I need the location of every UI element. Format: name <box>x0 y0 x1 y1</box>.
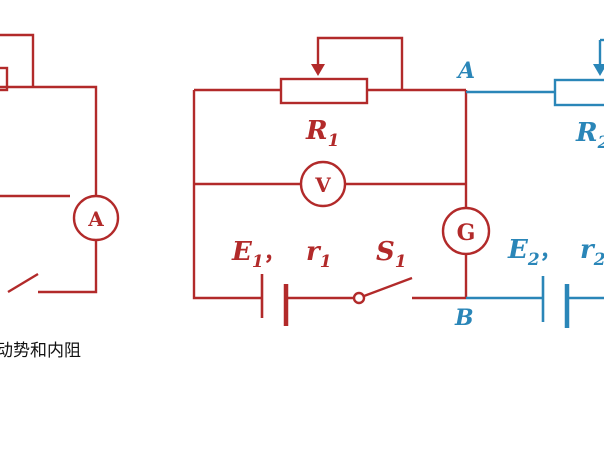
voltmeter-circle <box>299 160 347 208</box>
main-circuit-wires <box>192 36 491 305</box>
source-e1-label: E1， <box>231 237 286 272</box>
right-circuit-wires <box>466 38 604 300</box>
caption-text: 动势和内阻 <box>0 341 81 361</box>
node-b-label: B <box>454 305 474 331</box>
left-arrow-loop-wire <box>0 33 35 87</box>
left-ammeter-symbol: A <box>87 207 104 231</box>
rheostat-r1-body <box>279 77 369 105</box>
rheostat-r1-arrow-head <box>311 64 325 76</box>
switch-s1-blade <box>363 276 413 298</box>
galvanometer-symbol: G <box>457 220 476 246</box>
left-lower-wire <box>38 240 98 294</box>
source-r2-label: r2 <box>580 235 604 270</box>
node-a-label: A <box>456 58 475 84</box>
rheostat-r2-label: R2 <box>575 118 604 153</box>
rheostat-r1-label: R1 <box>305 116 339 151</box>
left-rheostat-body <box>0 66 9 92</box>
watermark-area <box>470 440 600 462</box>
left-vertical-wire <box>192 90 262 300</box>
left-switch-blade <box>7 272 39 294</box>
rheostat-r1-slider-loop <box>316 36 404 90</box>
left-circuit-fragment <box>0 33 120 294</box>
switch-s1-label: S1 <box>376 237 407 272</box>
left-top-wire <box>0 85 98 196</box>
voltmeter-symbol: V <box>314 173 331 197</box>
rheostat-r2-arrow-head <box>593 64 604 76</box>
switch-s1-pivot <box>352 291 366 305</box>
source-r1-label: r1 <box>306 237 332 272</box>
rheostat-r2-body <box>553 78 604 107</box>
galvanometer-circle <box>441 206 491 256</box>
source-e2-label: E2， <box>507 235 562 270</box>
